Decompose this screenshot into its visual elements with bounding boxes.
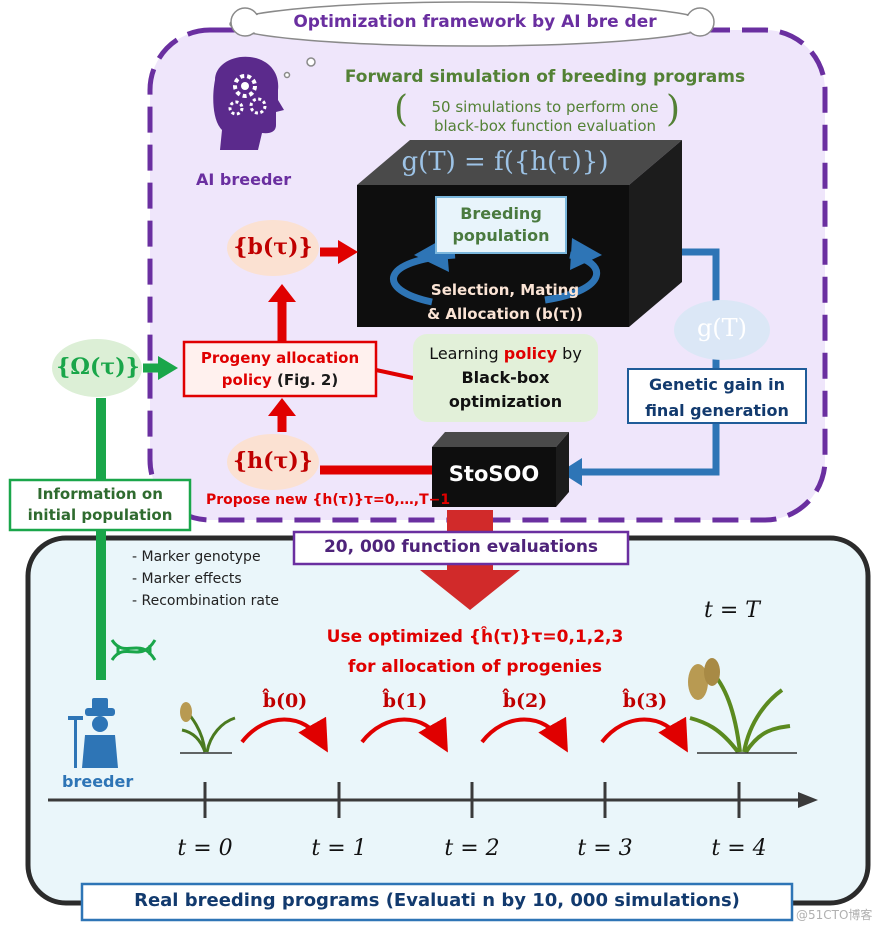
b-hat-3: b̂(3) <box>622 690 668 712</box>
selection-mating-label: Selection, Mating & Allocation (b(τ)) <box>400 278 610 326</box>
dna-icon <box>110 639 157 661</box>
cycle-arrow-right-head <box>570 238 602 270</box>
sim-note-right-paren: ) <box>666 89 681 130</box>
b-hat-2: b̂(2) <box>502 690 548 712</box>
use-optimized-label: Use optimized {ĥ(τ)}τ=0,1,2,3 for alloca… <box>300 622 650 682</box>
breeder-label: breeder <box>62 772 134 791</box>
info-line2: initial population <box>27 506 173 524</box>
sim-note: 50 simulations to perform one black-box … <box>410 98 680 136</box>
info-items-list: - Marker genotype - Marker effects - Rec… <box>132 546 279 612</box>
learning-policy-box <box>413 334 598 422</box>
selection-line1: Selection, Mating <box>430 281 580 299</box>
arrow-gen-0 <box>240 716 328 753</box>
function-evals-label: 20, 000 function evaluations <box>323 537 599 557</box>
ai-brain-icon <box>213 56 284 150</box>
thought-cloud <box>229 1 715 79</box>
learning-suffix: by <box>557 344 582 363</box>
sim-note-line1: 50 simulations to perform one <box>431 98 659 116</box>
genetic-gain-line1: Genetic gain in <box>649 375 785 394</box>
blackbox-line1: Black-box <box>461 368 550 387</box>
blackbox-line2: optimization <box>448 392 563 411</box>
learning-policy-label: Learning policy by Black-box optimizatio… <box>413 342 598 414</box>
time-label-4: t = 4 <box>711 836 767 861</box>
stosoo-label: StoSOO <box>448 462 540 486</box>
info-item: - Marker genotype <box>132 549 261 565</box>
framework-title: Optimization framework by AI bre der <box>293 12 657 32</box>
sim-note-line2: black-box function evaluation <box>433 117 657 135</box>
progeny-policy-ref: (Fig. 2) <box>277 371 339 389</box>
b-hat-1: b̂(1) <box>382 690 428 712</box>
arrow-gen-3 <box>600 716 688 753</box>
stosoo-block <box>432 432 569 507</box>
info-item: - Marker effects <box>132 571 242 587</box>
function-evals-box <box>292 530 630 566</box>
learning-policy-word: policy <box>503 344 558 363</box>
h-tau-label: {h(τ)} <box>233 448 313 474</box>
farmer-icon <box>68 698 118 768</box>
breeding-population-label: Breeding population <box>452 204 550 245</box>
genetic-gain-line2: final generation <box>645 401 789 420</box>
gT-ellipse <box>674 300 770 360</box>
progeny-policy-line2: policy <box>221 371 272 389</box>
genetic-gain-box: Genetic gain in final generation <box>627 368 807 424</box>
time-label-1: t = 1 <box>311 836 367 861</box>
time-label-2: t = 2 <box>444 836 500 861</box>
box-equation: g(T) = f({h(τ)}) <box>401 147 609 177</box>
rice-plant-large <box>688 658 797 754</box>
info-line1: Information on <box>37 485 163 503</box>
info-initial-population-box <box>8 478 192 532</box>
sim-note-left-paren: ( <box>394 89 409 130</box>
gT-label: g(T) <box>696 314 748 342</box>
selection-line2: & Allocation (b(τ)) <box>427 305 583 323</box>
h-tau-ellipse <box>227 434 319 490</box>
omega-tau-label: {Ω(τ)} <box>56 354 140 380</box>
arrow-box-to-gain <box>580 248 720 476</box>
info-item: - Recombination rate <box>132 593 280 609</box>
learning-prefix: Learning <box>429 344 504 363</box>
rice-plant-small <box>180 702 236 754</box>
b-tau-label: {b(τ)} <box>233 234 313 260</box>
propose-new-label: Propose new {h(τ)}τ=0,…,T−1 <box>206 492 451 508</box>
t-equals-T: t = T <box>704 598 760 623</box>
use-optimized-line2: for allocation of progenies <box>348 657 602 677</box>
progeny-policy-label: Progeny allocation policy (Fig. 2) <box>184 347 376 391</box>
use-optimized-line1: Use optimized {ĥ(τ)}τ=0,1,2,3 <box>326 627 624 647</box>
omega-tau-ellipse <box>52 339 142 397</box>
progeny-policy-line1: Progeny allocation <box>200 349 360 367</box>
info-initial-population-label: Information on initial population <box>10 484 190 526</box>
real-programs-box <box>80 882 794 922</box>
breeding-population-box <box>435 196 567 254</box>
real-programs-label: Real breeding programs (Evaluati n by 10… <box>134 890 740 911</box>
forward-simulation-title: Forward simulation of breeding programs <box>344 67 746 87</box>
arrow-gen-2 <box>480 716 568 753</box>
time-label-0: t = 0 <box>177 836 233 861</box>
time-label-3: t = 3 <box>577 836 633 861</box>
arrow-gen-1 <box>360 716 448 753</box>
ai-breeder-label: AI breeder <box>196 170 292 189</box>
b-tau-ellipse <box>227 220 319 276</box>
watermark: @51CTO博客 <box>796 908 873 922</box>
b-hat-0: b̂(0) <box>262 690 308 712</box>
